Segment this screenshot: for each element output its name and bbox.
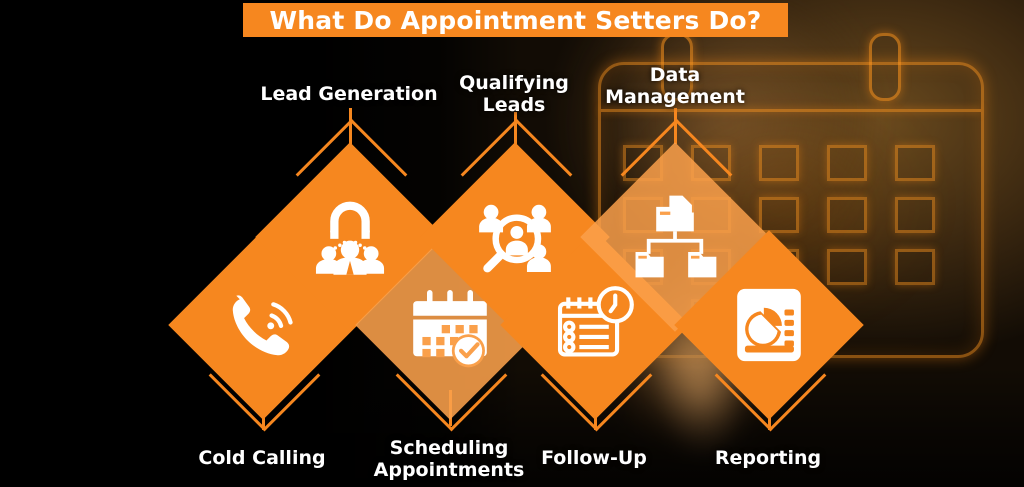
page-title-text: What Do Appointment Setters Do? bbox=[269, 5, 762, 35]
checklist-clock-icon bbox=[549, 279, 641, 371]
label-scheduling: Scheduling Appointments bbox=[373, 437, 525, 482]
label-reporting: Reporting bbox=[714, 447, 822, 469]
diamond-lead-generation[interactable] bbox=[255, 142, 445, 332]
label-lead-generation: Lead Generation bbox=[260, 83, 438, 105]
background-vignette-bottom bbox=[0, 367, 1024, 487]
label-cold-calling: Cold Calling bbox=[198, 447, 326, 469]
page-title: What Do Appointment Setters Do? bbox=[243, 3, 788, 37]
label-qualifying: Qualifying Leads bbox=[459, 72, 569, 117]
hologram-ring-right bbox=[869, 33, 901, 101]
folder-hierarchy-icon bbox=[628, 190, 722, 284]
phone-call-icon bbox=[220, 282, 306, 368]
connector-stem-qualifying bbox=[514, 112, 517, 144]
label-follow-up: Follow-Up bbox=[541, 447, 647, 469]
label-data-management: Data Management bbox=[605, 64, 745, 109]
diamond-follow-up[interactable] bbox=[500, 230, 690, 420]
pie-report-icon bbox=[726, 282, 812, 368]
connector-stem-data-management bbox=[674, 108, 677, 144]
diamond-cold-calling[interactable] bbox=[168, 230, 358, 420]
magnifier-people-icon bbox=[469, 191, 561, 283]
magnet-people-icon bbox=[304, 191, 396, 283]
diamond-reporting[interactable] bbox=[674, 230, 864, 420]
hologram-header-bar bbox=[601, 109, 981, 112]
diamond-scheduling[interactable] bbox=[355, 230, 545, 420]
diamond-qualifying[interactable] bbox=[420, 142, 610, 332]
diamond-data-management[interactable] bbox=[580, 142, 770, 332]
calendar-check-icon bbox=[404, 279, 496, 371]
connector-stem-lead-generation bbox=[349, 108, 352, 144]
